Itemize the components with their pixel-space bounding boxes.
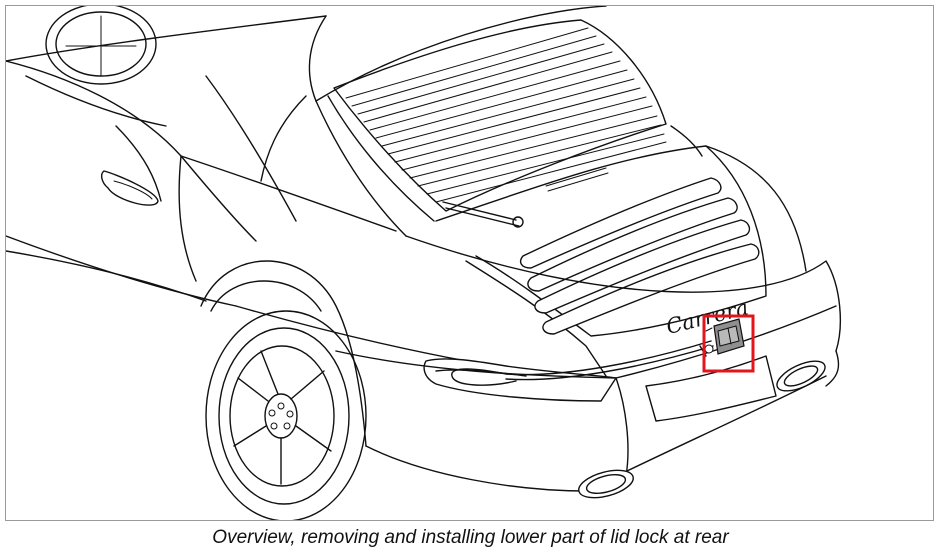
- roofline: [6, 6, 607, 237]
- rear-wiper: [442, 201, 524, 228]
- rear-wheel: [205, 310, 367, 520]
- figure-caption: Overview, removing and installing lower …: [212, 527, 729, 548]
- engine-grille: [519, 177, 760, 335]
- rear-window-slats: [345, 27, 667, 203]
- interior-steering-wheel: [25, 6, 167, 202]
- exhaust-pipes: [578, 360, 826, 499]
- door-handle: [100, 170, 159, 206]
- side-body: [6, 60, 467, 362]
- highlight-box: [702, 314, 755, 373]
- rear-fender: [200, 235, 841, 447]
- lid-release-cable: [451, 340, 714, 386]
- diagram-frame: Carrera: [5, 5, 934, 521]
- model-script-small: [545, 167, 609, 192]
- rear-window: [327, 19, 703, 222]
- lid-lock-lower-part: [704, 318, 745, 355]
- car-rear-line-drawing: Carrera: [6, 6, 841, 520]
